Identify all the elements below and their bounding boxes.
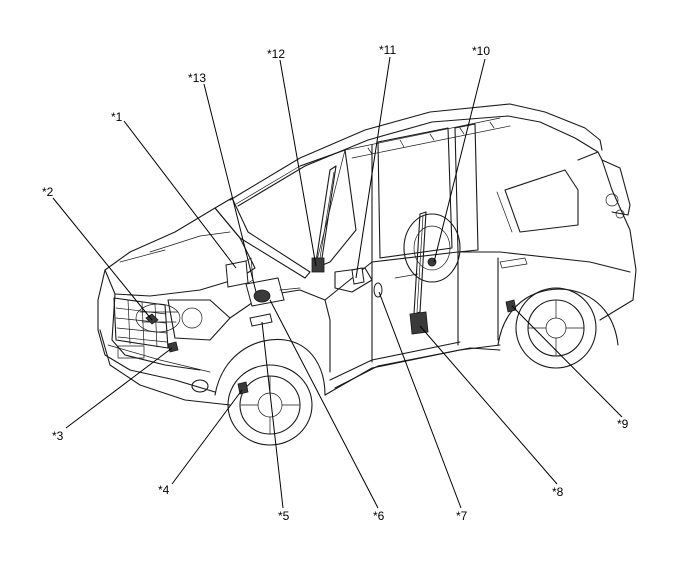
leader-3 — [65, 347, 173, 429]
callout-8: *8 — [552, 485, 564, 499]
component-rear-seatbelt — [413, 211, 437, 315]
leader-2 — [52, 197, 153, 321]
component-side-sensor — [351, 267, 365, 285]
component-pillar-sensor — [373, 282, 383, 298]
callout-labels: *1 *2 *3 *4 *5 *6 *7 *8 *9 *10 *11 *12 *… — [42, 43, 629, 523]
leader-lines — [52, 56, 623, 509]
callout-1: *1 — [111, 110, 123, 124]
leader-4 — [171, 389, 243, 485]
leader-8 — [419, 325, 558, 485]
callout-3: *3 — [52, 429, 64, 443]
leader-10 — [433, 58, 486, 263]
callout-9: *9 — [617, 417, 629, 431]
component-rear-sensor — [505, 299, 517, 313]
components — [135, 165, 517, 395]
callout-6: *6 — [373, 509, 385, 523]
component-bracket — [249, 313, 273, 327]
leader-13 — [203, 83, 257, 293]
callout-7: *7 — [456, 509, 468, 523]
callout-12: *12 — [267, 47, 285, 61]
leader-6 — [269, 299, 379, 509]
component-rear-retractor — [409, 311, 429, 335]
leader-11 — [355, 56, 391, 279]
component-front-seatbelt — [311, 165, 337, 273]
callout-4: *4 — [158, 483, 170, 497]
component-wheel-sensor-front — [237, 381, 249, 395]
callout-5: *5 — [278, 509, 290, 523]
leader-1 — [123, 120, 237, 269]
vehicle-body — [97, 103, 637, 446]
leader-9 — [511, 305, 623, 418]
component-engine-unit — [245, 277, 301, 307]
component-radiator-cluster — [135, 303, 181, 333]
callout-2: *2 — [42, 185, 54, 199]
leader-12 — [279, 59, 317, 267]
component-ecu-box — [225, 257, 254, 288]
callout-10: *10 — [472, 44, 490, 58]
leader-5 — [261, 321, 284, 509]
callout-13: *13 — [188, 71, 206, 85]
callout-11: *11 — [379, 43, 396, 57]
leader-7 — [378, 291, 462, 509]
